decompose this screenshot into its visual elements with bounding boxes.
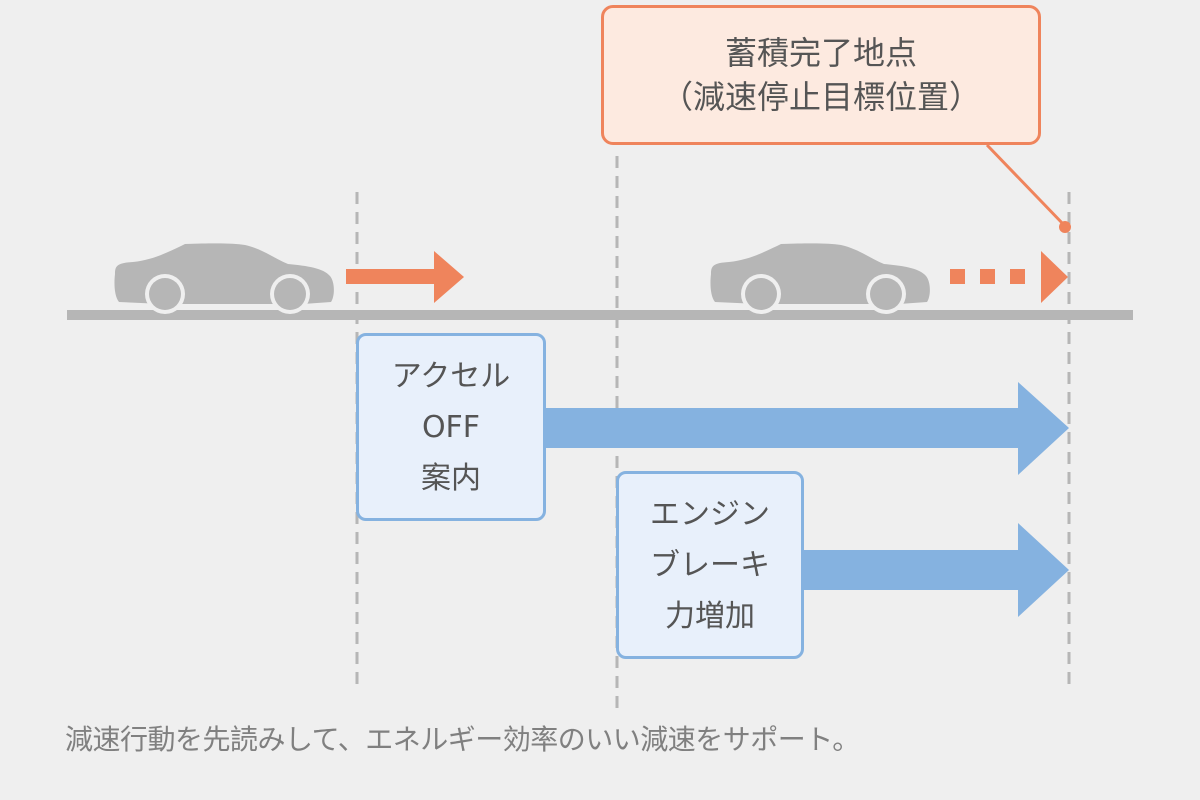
callout-pointer-line — [985, 143, 1067, 228]
step-arrow-engine-brake — [802, 523, 1069, 617]
step-box-engine-brake: エンジン ブレーキ 力増加 — [616, 471, 804, 659]
step-label-line: エンジン — [650, 496, 770, 532]
step-label-line: 力増加 — [665, 598, 755, 634]
step-label-line: OFF — [421, 409, 481, 445]
motion-arrow-dotted — [950, 251, 1068, 303]
step-label-line: アクセル — [391, 358, 511, 394]
car-icon-decelerating — [710, 243, 930, 314]
road — [67, 310, 1133, 320]
callout-pointer-dot — [1059, 221, 1071, 233]
step-arrow-accel-off — [544, 382, 1069, 475]
step-box-accel-off: アクセル OFF 案内 — [356, 333, 546, 521]
diagram-caption: 減速行動を先読みして、エネルギー効率のいい減速をサポート。 — [65, 723, 860, 756]
callout-line-1: 蓄積完了地点 — [724, 34, 917, 72]
motion-arrow-solid — [346, 251, 464, 303]
car-icon-current — [114, 243, 334, 314]
step-label-line: 案内 — [421, 460, 481, 496]
callout-line-2: （減速停止目標位置） — [660, 78, 981, 116]
stop-target-callout: 蓄積完了地点 （減速停止目標位置） — [601, 5, 1041, 145]
step-label-line: ブレーキ — [650, 547, 770, 583]
